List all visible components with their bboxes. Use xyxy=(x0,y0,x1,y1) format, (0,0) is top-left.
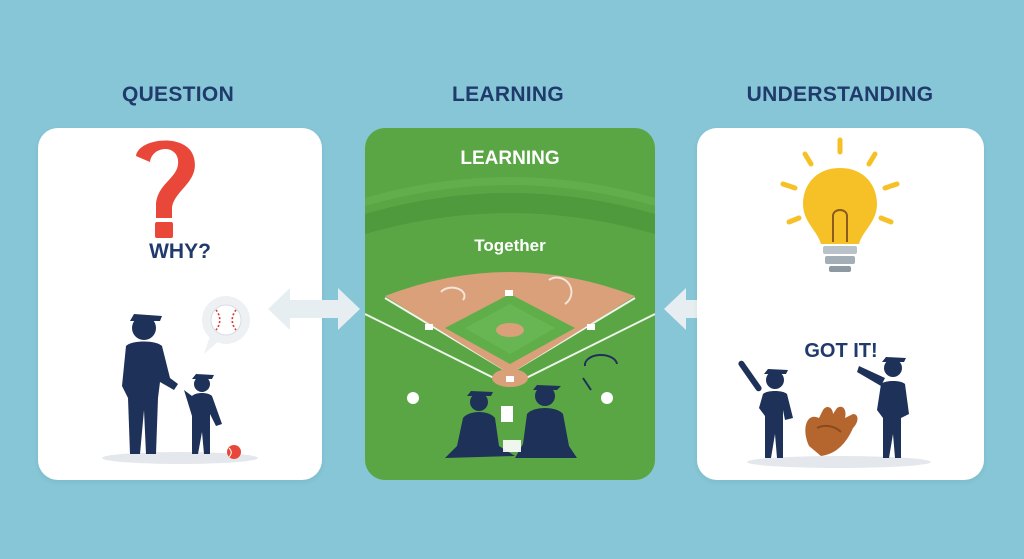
seated-figures xyxy=(445,385,577,458)
rotate-arrow-icon xyxy=(440,276,573,305)
step-heading-question: QUESTION xyxy=(121,83,235,106)
child-silhouette xyxy=(184,374,222,454)
double-arrow-icon xyxy=(268,288,360,330)
step-heading-learning: LEARNING xyxy=(451,83,565,106)
child-silhouette xyxy=(857,357,909,458)
learning-caption: Together xyxy=(474,236,546,255)
learning-panel-title: LEARNING xyxy=(460,148,560,169)
child-silhouette xyxy=(738,360,793,458)
baseball-icon xyxy=(407,392,419,404)
understanding-caption: GOT IT! xyxy=(804,340,878,362)
question-caption: WHY? xyxy=(149,240,211,263)
baseball-icon xyxy=(210,304,242,336)
speech-bubble-icon xyxy=(202,296,250,354)
clipboard-icon xyxy=(501,406,513,422)
baseball-diamond-icon xyxy=(365,272,655,387)
learning-panel: LEARNING Together xyxy=(365,128,655,480)
question-mark-icon xyxy=(136,140,195,238)
rotate-arrow-icon xyxy=(582,353,618,391)
baseball-icon xyxy=(601,392,613,404)
baseball-icon xyxy=(227,445,241,459)
adult-silhouette xyxy=(122,314,178,454)
lightbulb-icon xyxy=(780,137,900,272)
baseball-glove-icon xyxy=(805,406,858,456)
step-heading-understanding: UNDERSTANDING xyxy=(746,83,934,106)
understanding-panel: GOT IT! xyxy=(697,128,984,480)
